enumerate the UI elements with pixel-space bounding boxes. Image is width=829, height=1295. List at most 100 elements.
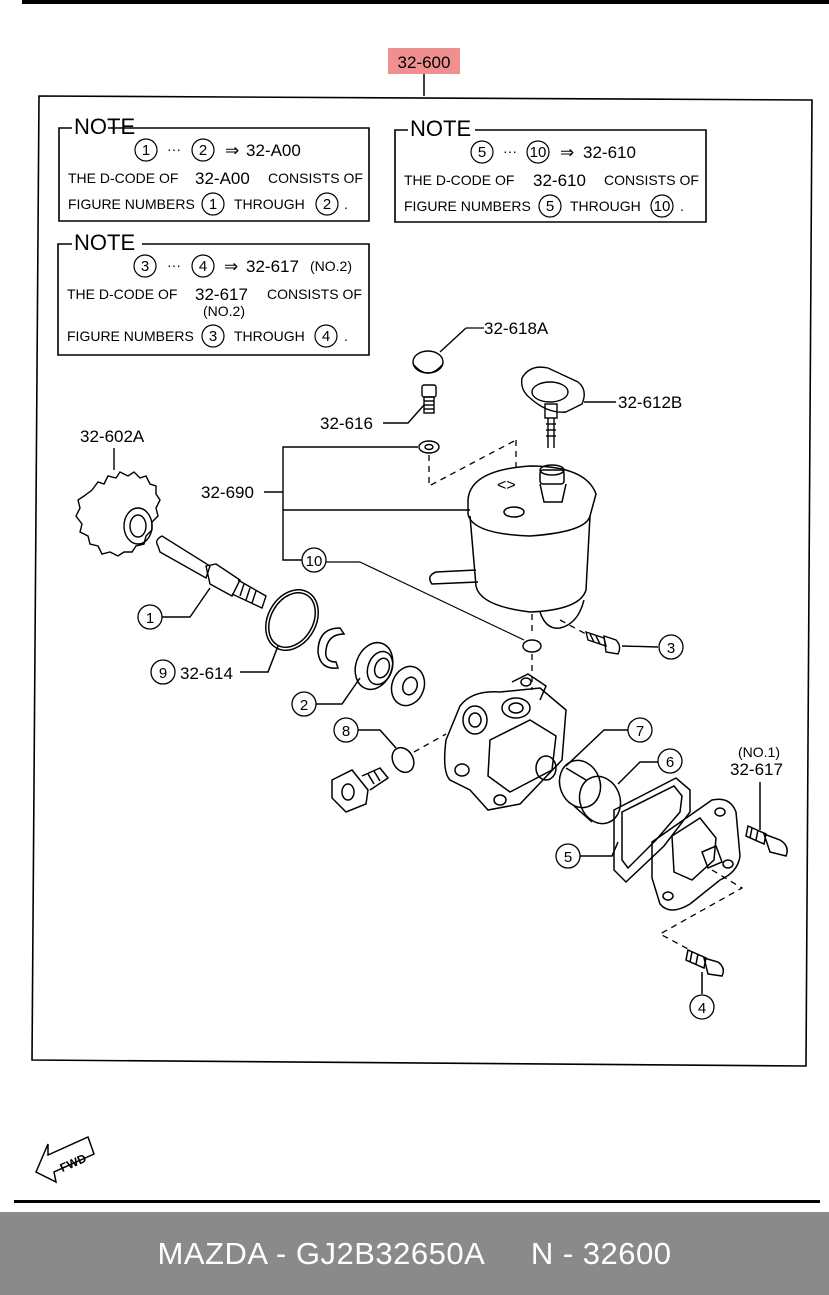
note-line3-start: 1 [209,196,217,213]
note-range-start: 3 [141,258,149,275]
footer-bar: MAZDA - GJ2B32650A N - 32600 [0,1212,829,1295]
part-snap-ring[interactable] [317,627,346,669]
label-32-690: 32-690 [201,483,254,502]
note-dcode: 32-A00 [246,141,301,160]
note-range-end: 2 [199,142,207,159]
note-dcode: 32-617 [246,257,299,276]
callout-7[interactable]: 7 [627,717,653,743]
callout-9-label: 9 [159,665,167,682]
part-gasket-5[interactable] [580,777,691,884]
note-dcode-suffix: (NO.2) [310,258,352,274]
part-bolt-3[interactable] [585,630,659,655]
part-oring-32-614[interactable] [240,580,329,673]
note-line3-prefix: FIGURE NUMBERS [67,328,194,344]
callout-10[interactable]: 10 [301,547,525,641]
part-bolt-32-616[interactable] [383,384,437,424]
note-line2-suffix: CONSISTS OF [604,172,699,188]
note-box-3: NOTE 3 ··· 4 ⇒ 32-617 (NO.2) THE D-CODE … [57,230,370,356]
part-oring-10[interactable] [522,639,542,653]
note-line3-period: . [344,328,348,344]
note-line3-period: . [680,198,684,214]
note-title: NOTE [74,230,135,255]
main-ref-badge[interactable]: 32-600 [388,48,460,96]
note-arrow: ⇒ [225,141,239,160]
note-line2-prefix: THE D-CODE OF [404,172,514,188]
footer-part-number: MAZDA - GJ2B32650A [157,1235,486,1271]
note-dots: ··· [503,143,517,159]
part-washer[interactable] [418,440,440,454]
callout-9[interactable]: 9 [150,659,176,685]
label-32-618a: 32-618A [484,319,549,338]
part-cap-32-618a[interactable] [412,327,467,374]
label-32-614: 32-614 [180,664,233,683]
callout-5[interactable]: 5 [555,843,581,869]
part-pump-cover[interactable] [651,798,741,911]
callout-2[interactable]: 2 [291,691,317,717]
note-line3-start: 5 [546,198,554,215]
note-line2-code: 32-A00 [195,169,250,188]
callout-8-label: 8 [342,723,350,740]
callout-4[interactable]: 4 [689,994,715,1020]
footer-spacer [485,1236,531,1272]
callout-1-label: 1 [146,610,154,627]
part-seal-7[interactable] [535,729,628,781]
main-ref-label: 32-600 [398,53,451,72]
callout-3-label: 3 [667,640,675,657]
note-box-1: NOTE 1 ··· 2 ⇒ 32-A00 THE D-CODE OF 32-A… [58,114,370,222]
dashed-guides-top [428,439,517,488]
note-range-end: 4 [199,258,207,275]
part-reservoir-32-690[interactable]: <> [429,464,597,629]
part-filler-cap-32-612b[interactable] [520,366,616,448]
part-bolt-32-617[interactable] [745,782,788,857]
callout-4-label: 4 [698,1000,706,1017]
callout-7-label: 7 [636,723,644,740]
callout-5-label: 5 [564,849,572,866]
callout-2-label: 2 [300,697,308,714]
callout-6[interactable]: 6 [657,748,683,774]
part-gear-32-602a[interactable] [75,448,161,557]
dashed-guides-cover [658,869,744,951]
note-line3-prefix: FIGURE NUMBERS [68,196,195,212]
part-shaft-1[interactable] [155,535,267,618]
note-range-start: 5 [478,144,486,161]
callout-6-label: 6 [666,754,674,771]
note-arrow: ⇒ [560,143,574,162]
fwd-arrow-icon: FWD [35,1135,95,1184]
label-32-617-sub: (NO.1) [738,744,780,760]
note-line2-prefix: THE D-CODE OF [67,286,177,302]
parts-diagram: 32-600 NOTE 1 ··· 2 ⇒ 32-A00 THE D-CODE … [14,0,829,1203]
note-title: NOTE [410,116,471,141]
note-line3-end: 10 [654,198,671,215]
note-line3-period: . [344,196,348,212]
note-line2-code: 32-617 [195,285,248,304]
part-pump-body[interactable] [443,673,567,811]
fwd-label: FWD [58,1151,89,1175]
note-line2-sub: (NO.2) [203,303,245,319]
note-range-start: 1 [142,142,150,159]
note-line3-through: THROUGH [570,198,641,214]
label-32-612b: 32-612B [618,393,682,412]
note-line2-prefix: THE D-CODE OF [68,170,178,186]
note-line2-suffix: CONSISTS OF [267,286,362,302]
note-line3-through: THROUGH [234,328,305,344]
note-line3-end: 4 [322,328,330,345]
callout-3[interactable]: 3 [658,634,684,660]
svg-text:<>: <> [497,477,516,494]
diagram-frame [31,95,813,1067]
part-sleeve-6[interactable] [553,755,658,830]
callout-8[interactable]: 8 [333,717,359,743]
part-union-fitting[interactable] [331,767,390,813]
note-line2-suffix: CONSISTS OF [268,170,363,186]
label-32-602a: 32-602A [80,427,145,446]
footer-diagram-code: N - 32600 [530,1235,672,1271]
top-rule [22,0,829,4]
part-bearing-2[interactable] [316,637,430,710]
dashed-guides-mid [531,614,587,690]
label-32-616: 32-616 [320,414,373,433]
label-32-617: 32-617 [730,760,783,779]
note-dcode: 32-610 [583,143,636,162]
part-bolt-4[interactable] [685,948,725,994]
note-dots: ··· [167,141,181,157]
part-oring-8[interactable] [358,729,418,776]
callout-1[interactable]: 1 [137,604,163,630]
